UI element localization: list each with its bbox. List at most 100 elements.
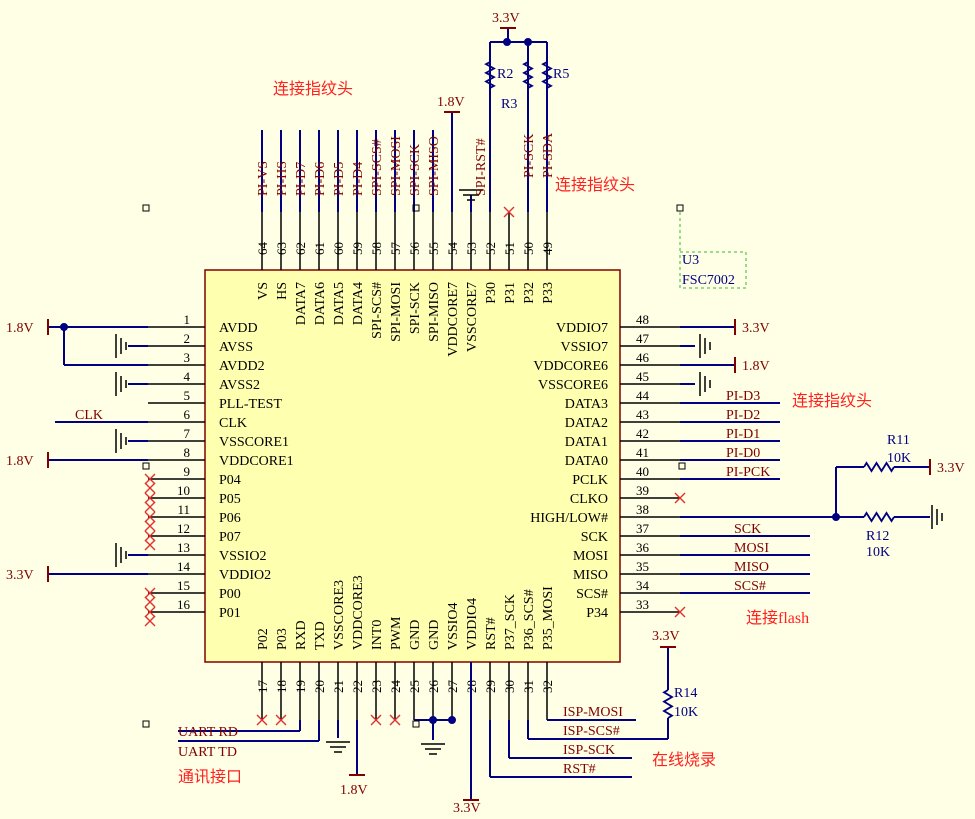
pin-name: P06 [219, 511, 241, 526]
ground-symbol [421, 743, 445, 755]
net-label: PI-SDA [541, 132, 556, 178]
note-uart: 通讯接口 [178, 768, 242, 786]
pin-number: 21 [331, 680, 346, 693]
anchor-handle [412, 720, 420, 728]
resistor-ref-r12: R12 [866, 529, 889, 544]
resistor-r12 [863, 511, 895, 523]
pin-name: SCK [581, 530, 608, 545]
pin-number: 60 [331, 242, 346, 255]
pin-number: 26 [426, 680, 441, 694]
pin-name: CLKO [570, 492, 608, 507]
no-connect-mark [370, 714, 382, 726]
resistor-r5 [541, 61, 553, 89]
net-label: SCS# [734, 579, 766, 594]
pin-name: PLL-TEST [219, 397, 282, 412]
net-label: PI-PCK [726, 465, 770, 480]
pin-name: DATA5 [332, 282, 347, 325]
pin-name: P32 [522, 282, 537, 304]
note-flash: 连接flash [746, 609, 809, 627]
note-fingerprint-right: 连接指纹头 [792, 392, 872, 410]
pin-number: 42 [636, 426, 649, 441]
ground-symbol [459, 189, 483, 201]
net-label: SPI-SCK [408, 144, 423, 196]
ground-symbol [115, 543, 127, 567]
pin-name: P36_SCS# [522, 589, 537, 650]
note-fingerprint-top: 连接指纹头 [273, 80, 353, 98]
ground-symbol [699, 372, 711, 396]
anchor-handle [678, 462, 686, 470]
pin-number: 44 [636, 388, 650, 403]
power-label-3v3-a: 3.3V [6, 568, 34, 583]
pin-name: P34 [586, 606, 608, 621]
pin-number: 25 [407, 680, 422, 693]
anchor-handle [412, 204, 420, 212]
no-connect-mark [144, 492, 156, 504]
pin-name: MISO [573, 568, 608, 583]
no-connect-mark [144, 615, 156, 627]
pin-name: DATA7 [294, 282, 309, 325]
net-label: SCK [734, 522, 761, 537]
pin-number: 38 [636, 502, 649, 517]
anchor-handle [676, 204, 684, 212]
power-label-3v3-d: 3.3V [492, 11, 520, 26]
pin-number: 32 [540, 680, 555, 693]
pin-name: DATA6 [313, 282, 328, 325]
anchor-handle [142, 462, 150, 470]
net-label: PI-D6 [313, 162, 328, 196]
net-label: SPI-SCS# [370, 139, 385, 196]
pin-name: P31 [503, 282, 518, 304]
pin-name: P04 [219, 473, 241, 488]
pin-number: 48 [636, 312, 649, 327]
pin-number: 56 [407, 242, 422, 256]
resistor-ref-r2: R2 [497, 67, 513, 82]
chip-designator: U3 [682, 253, 699, 268]
net-label: SPI-RST# [474, 138, 489, 196]
anchor-handle [142, 720, 150, 728]
pin-name: DATA4 [351, 282, 366, 325]
pin-name: VSSIO7 [561, 340, 608, 355]
chip-body [204, 269, 621, 663]
net-label-isp-mosi: ISP-MOSI [563, 705, 623, 720]
no-connect-mark [144, 539, 156, 551]
net-label: PI-HS [275, 161, 290, 196]
resistor-value-r11: 10K [887, 451, 911, 466]
pin-name: VDDCORE1 [219, 454, 294, 469]
pin-name: AVDD [219, 321, 258, 336]
pin-name: P37_SCK [503, 594, 518, 650]
pin-name: PCLK [572, 473, 608, 488]
note-isp: 在线烧录 [652, 751, 716, 769]
pin-number: 59 [350, 242, 365, 255]
pin-number: 57 [388, 242, 403, 256]
pin-name: GND [427, 620, 442, 650]
pin-name: P00 [219, 587, 241, 602]
pin-name: CLK [219, 416, 247, 431]
no-connect-mark [144, 473, 156, 485]
pin-name: P05 [219, 492, 241, 507]
resistor-r11 [863, 461, 895, 473]
pin-number: 35 [636, 559, 649, 574]
no-connect-mark [503, 206, 515, 218]
pin-name: VSSCORE3 [332, 580, 347, 650]
pin-name: VSSCORE6 [538, 378, 608, 393]
ground-symbol [326, 741, 350, 753]
pin-name: P07 [219, 530, 241, 545]
pin-number: 16 [177, 597, 191, 612]
net-label: SPI-MISO [427, 136, 442, 196]
ground-symbol [115, 334, 127, 358]
net-label-clk: CLK [75, 408, 103, 423]
pin-name: MOSI [573, 549, 608, 564]
pin-number: 27 [445, 680, 460, 694]
net-label: SPI-MOSI [389, 136, 404, 196]
pin-name: P01 [219, 606, 241, 621]
resistor-ref-r11: R11 [887, 433, 910, 448]
pin-number: 52 [483, 242, 498, 255]
pin-name: GND [408, 620, 423, 650]
pin-name: P03 [275, 628, 290, 650]
net-label-isp-scs: ISP-SCS# [563, 724, 620, 739]
pin-name: VDDIO4 [465, 598, 480, 650]
note-fingerprint-right-top: 连接指纹头 [555, 176, 635, 194]
pin-name: SPI-SCS# [370, 282, 385, 339]
pin-name: VSSCORE7 [465, 282, 480, 352]
ground-symbol [699, 334, 711, 358]
net-label-uart-rd: UART RD [178, 725, 238, 740]
